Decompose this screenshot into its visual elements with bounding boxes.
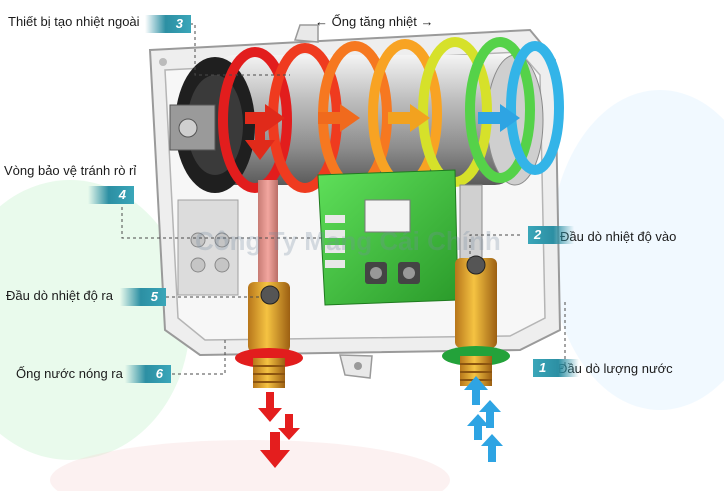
badge-5: 5: [120, 288, 166, 306]
label-external-heater: Thiết bị tạo nhiệt ngoài: [8, 14, 140, 29]
badge-6: 6: [125, 365, 171, 383]
mount-hole: [354, 362, 362, 370]
label-leak-ring: Vòng bảo vệ tránh rò rỉ: [4, 163, 137, 178]
background-glow-right: [550, 90, 724, 410]
label-water-flow-probe: Đầu dò lượng nước: [558, 361, 673, 376]
label-outlet-temp-probe: Đầu dò nhiệt độ ra: [6, 288, 113, 303]
leader-lines: [121, 23, 566, 375]
badge-1: 1: [533, 359, 579, 377]
badge-2: 2: [528, 226, 574, 244]
label-inlet-temp-probe: Đầu dò nhiệt độ vào: [560, 229, 677, 244]
screw-top-left: [159, 58, 167, 66]
badge-3: 3: [145, 15, 191, 33]
mount-tab-top: [293, 24, 319, 43]
background-glow-bottom: [50, 440, 450, 496]
watermark: Công Ty Mang Cái Chính: [195, 226, 501, 256]
cold-flow-arrows: [464, 376, 503, 462]
left-terminal-block: [177, 199, 239, 296]
badge-4: 4: [88, 186, 134, 204]
hot-water-outlet: [235, 180, 303, 388]
hot-flow-arrows: [258, 392, 300, 468]
label-pipe-heating: ← Ống tăng nhiệt →: [315, 14, 434, 29]
flow-arrows-cylinder: [245, 104, 520, 160]
control-board: [317, 169, 459, 306]
heating-cylinder: [169, 54, 544, 193]
background-glow-left: [0, 180, 190, 460]
label-hot-water-pipe: Ống nước nóng ra: [16, 366, 123, 381]
